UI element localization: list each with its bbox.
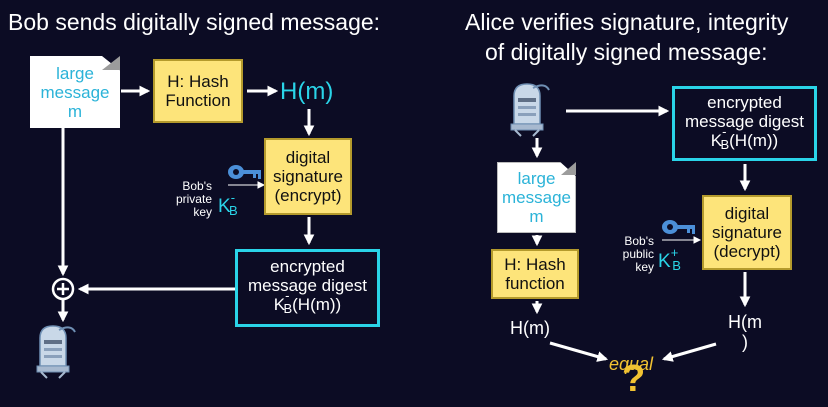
private-key-caption: Bob's private key: [150, 180, 212, 219]
verify-box-line-3: (decrypt): [713, 242, 781, 261]
key-pointer-left-head: [257, 181, 266, 189]
right-digest-formula-tail: (H(m)): [729, 130, 779, 150]
right-hash-line-1: H: Hash: [504, 255, 566, 274]
plus-circle-icon: [51, 277, 75, 301]
mailbox-icon: [510, 83, 550, 137]
pub-caption-line-2: public: [622, 247, 654, 261]
question-mark: ?: [622, 358, 646, 400]
hash-output-label: H(m): [280, 78, 334, 105]
key-icon: [662, 220, 695, 234]
sign-box-line-2: signature: [273, 167, 343, 186]
key-caption-line-2: private: [175, 192, 212, 206]
right-digest-key-sup: -: [722, 123, 727, 139]
digest-key-base: K: [273, 295, 286, 314]
verify-box: digital signature (decrypt): [702, 195, 792, 270]
right-encrypted-digest-box: encrypted message digest K-B(H(m)): [672, 86, 817, 161]
message-line-2: message: [40, 82, 110, 102]
verify-box-line-1: digital: [724, 204, 770, 223]
hash-box-line-2: Function: [165, 91, 231, 110]
key-caption-line-3: key: [193, 205, 212, 219]
right-hash-function-box: H: Hash function: [491, 249, 579, 299]
pub-caption-line-3: key: [635, 260, 654, 274]
equal-label: equal: [609, 354, 654, 374]
key-caption-line-1: Bob's: [182, 179, 212, 193]
right-document-fold: [561, 162, 576, 175]
public-key-caption: Bob's public key: [592, 235, 654, 274]
public-key-symbol: K+B: [658, 245, 681, 275]
pub-key-base: K: [658, 251, 671, 272]
encrypted-digest-box: encrypted message digest K-B(H(m)): [235, 249, 380, 327]
digest-line-1: encrypted: [270, 257, 345, 276]
arrow-hm-to-equal: [549, 341, 609, 362]
digest-key-sup: -: [285, 288, 290, 303]
key-sub: B: [229, 203, 238, 218]
key-icon: [228, 165, 261, 179]
sign-box: digital signature (encrypt): [264, 138, 352, 215]
right-digest-key-sub: B: [720, 136, 730, 152]
right-digest-key-base: K: [710, 130, 723, 150]
right-message-line-2: message: [502, 188, 571, 207]
right-heading-line-1: Alice verifies signature, integrity: [465, 9, 789, 35]
hash-box-line-1: H: Hash: [167, 72, 229, 91]
decrypted-hash-label: H(m ): [722, 312, 768, 352]
mailbox-icon: [36, 325, 76, 379]
key-sup: -: [230, 190, 236, 205]
pub-caption-line-1: Bob's: [624, 234, 654, 248]
verify-box-line-2: signature: [712, 223, 782, 242]
decrypted-hash-line-2: ): [742, 332, 748, 352]
sign-box-line-1: digital: [285, 148, 331, 167]
right-digest-formula: K-B(H(m)): [710, 124, 779, 155]
document-icon: large message m: [497, 162, 576, 233]
right-message-line-3: m: [529, 207, 544, 226]
left-heading: Bob sends digitally signed message:: [8, 9, 381, 35]
message-line-1: large: [56, 63, 94, 83]
document-fold: [102, 56, 120, 70]
key-base: K: [218, 196, 231, 217]
arrow-hm2-to-equal: [661, 342, 717, 362]
key-pointer-right-head: [693, 236, 702, 244]
message-line-3: m: [67, 101, 83, 121]
right-heading-line-2: of digitally signed message:: [485, 39, 768, 65]
right-digest-line-2: message digest: [684, 111, 805, 131]
sign-box-line-3: (encrypt): [274, 186, 342, 205]
private-key-symbol: K-B: [218, 190, 238, 220]
digest-formula: K-B(H(m)): [273, 288, 342, 319]
right-message-line-1: large: [517, 169, 556, 188]
hash-function-box: H: Hash Function: [153, 59, 243, 123]
digest-key-sub: B: [283, 301, 293, 316]
pub-key-sub: B: [672, 258, 681, 273]
pub-key-sup: +: [670, 245, 679, 260]
decrypted-hash-line-1: H(m: [728, 312, 762, 332]
right-hash-output-label: H(m): [510, 318, 550, 338]
digest-formula-tail: (H(m)): [292, 295, 342, 314]
digest-line-2: message digest: [247, 276, 368, 295]
right-hash-line-2: function: [505, 274, 565, 293]
right-digest-line-1: encrypted: [707, 92, 782, 112]
